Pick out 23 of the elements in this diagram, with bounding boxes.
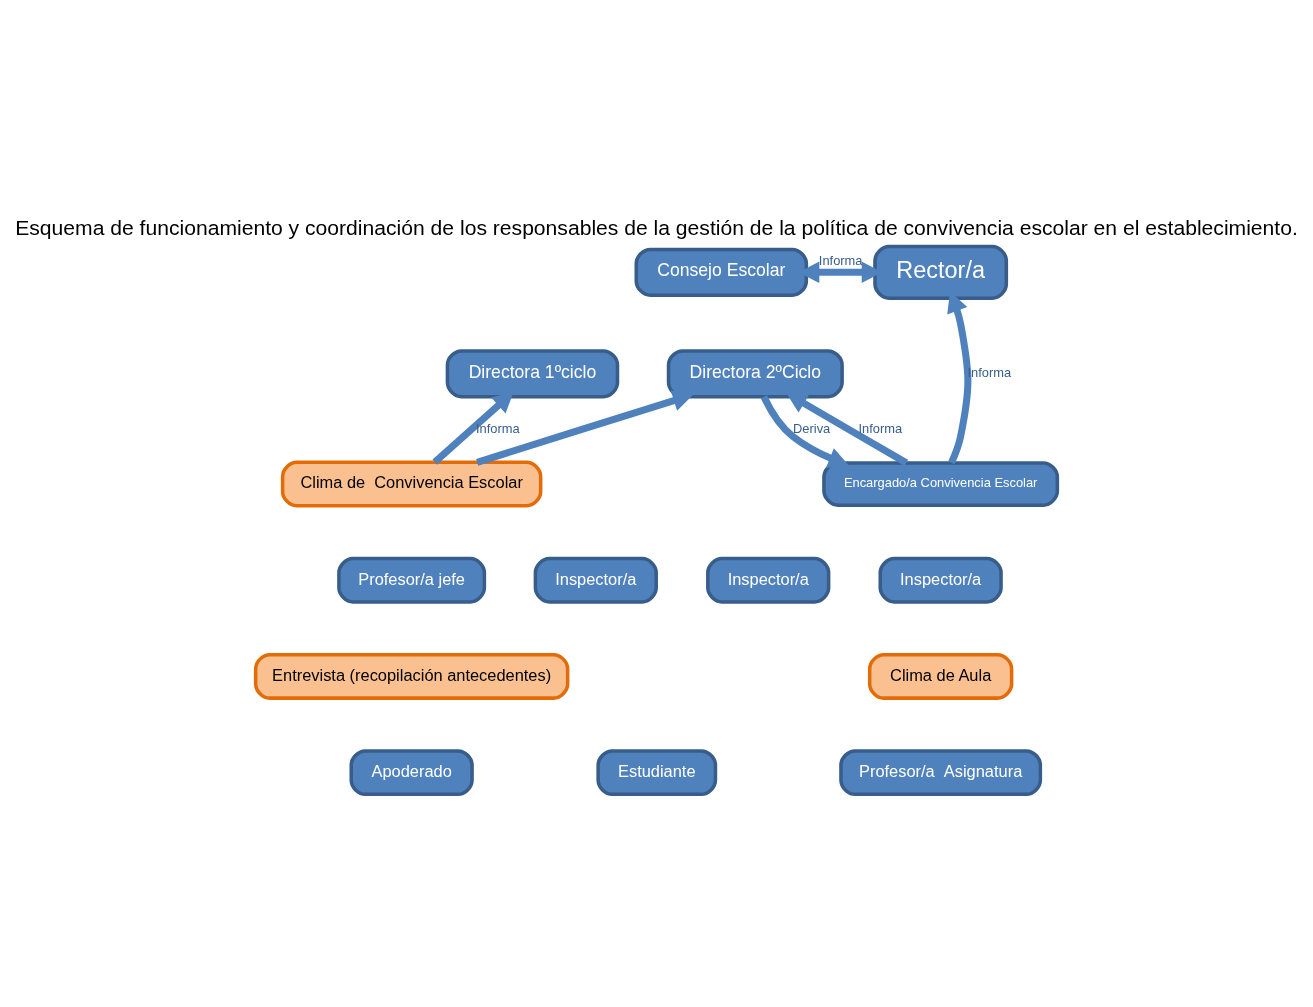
node-box: Inspector/a xyxy=(533,556,658,604)
node-box: Inspector/a xyxy=(878,556,1003,604)
edge-label: Deriva xyxy=(793,420,831,436)
node-box: Apoderado xyxy=(349,748,474,796)
node-box: Consejo Escolar xyxy=(634,247,809,297)
arrow xyxy=(786,392,909,466)
node-box: Profesor/a Asignatura xyxy=(839,748,1043,796)
node-box: Rector/a xyxy=(873,244,1009,300)
node-box: Encargado/a Convivencia Escolar xyxy=(822,460,1060,507)
arrow xyxy=(760,394,849,468)
node-box: Entrevista (recopilación antecedentes) xyxy=(253,652,570,700)
node-box: Clima de Convivencia Escolar xyxy=(280,460,543,507)
node-box: Directora 1ºciclo xyxy=(445,348,620,398)
node-box: Directora 2ºCiclo xyxy=(666,348,844,398)
arrow xyxy=(476,389,694,466)
edge-label: Informa xyxy=(858,420,903,436)
edge-label: Informa xyxy=(818,252,863,268)
node-box: Clima de Aula xyxy=(867,652,1014,700)
diagram-title: Esquema de funcionamiento y coordinación de los responsables de la gestión de la política de convivencia escolar en el establecimiento. xyxy=(15,215,1298,239)
edge-label: Informa xyxy=(476,420,520,436)
node-box: Profesor/a jefe xyxy=(337,556,487,604)
node-box: Estudiante xyxy=(596,748,718,796)
node-box: Inspector/a xyxy=(706,556,831,604)
